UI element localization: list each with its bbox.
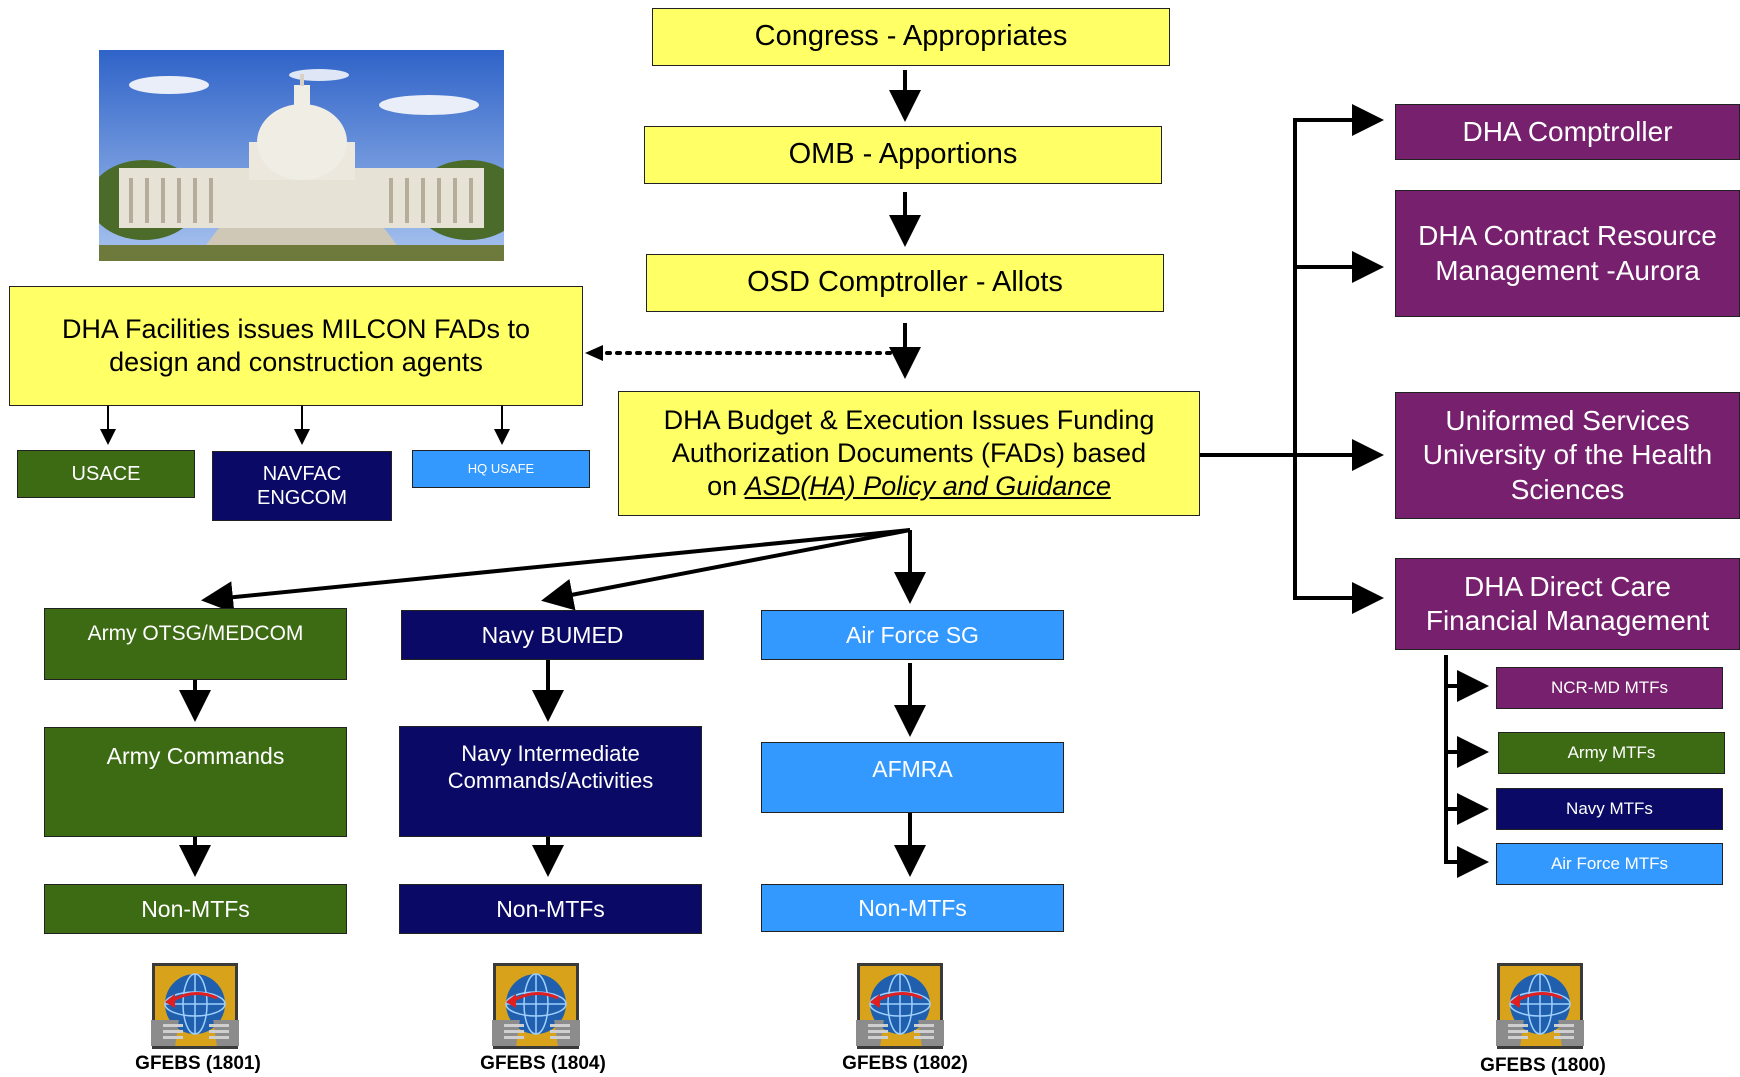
army-otsg-label: Army OTSG/MEDCOM <box>87 622 304 645</box>
af-sg-label: Air Force SG <box>846 621 979 648</box>
army-otsg-box: Army OTSG/MEDCOM <box>44 608 347 680</box>
omb-label: OMB - Apportions <box>788 138 1018 171</box>
gfebs-logo-icon <box>1496 963 1584 1049</box>
osd-box: OSD Comptroller - Allots <box>646 254 1164 312</box>
dha-budget-line2: Authorization Documents (FADs) based <box>671 438 1147 469</box>
mtf-ncr-md: NCR-MD MTFs <box>1496 667 1723 709</box>
dha-budget-text: DHA Budget & Execution Issues Funding Au… <box>664 404 1155 503</box>
dha-comptroller-label: DHA Comptroller <box>1462 115 1673 147</box>
army-non-mtfs-label: Non-MTFs <box>141 895 250 922</box>
navy-bumed-box: Navy BUMED <box>401 610 704 660</box>
navy-intermediate-box: Navy Intermediate Commands/Activities <box>399 726 702 837</box>
mtf-ncr-md-label: NCR-MD MTFs <box>1550 677 1669 697</box>
gfebs-caption-airforce: GFEBS (1802) <box>842 1053 968 1074</box>
mtf-navy-label: Navy MTFs <box>1566 798 1653 818</box>
osd-label: OSD Comptroller - Allots <box>747 266 1063 299</box>
army-commands-label: Army Commands <box>106 743 285 769</box>
dha-budget-box: DHA Budget & Execution Issues Funding Au… <box>618 391 1200 516</box>
navy-non-mtfs-box: Non-MTFs <box>399 884 702 934</box>
dha-contract-label: DHA Contract Resource Management -Aurora <box>1418 220 1717 286</box>
af-sg-box: Air Force SG <box>761 610 1064 660</box>
dha-budget-on: on <box>707 470 745 501</box>
agent-usace: USACE <box>17 450 195 498</box>
gfebs-logo-icon <box>151 963 239 1049</box>
agent-navfac-label: NAVFAC ENGCOM <box>257 462 347 509</box>
agent-hq-usafe: HQ USAFE <box>412 450 590 488</box>
navy-intermediate-label: Navy Intermediate Commands/Activities <box>447 741 654 793</box>
congress-box: Congress - Appropriates <box>652 8 1170 66</box>
afmra-label: AFMRA <box>872 756 953 782</box>
afmra-box: AFMRA <box>761 742 1064 813</box>
dha-budget-line1: DHA Budget & Execution Issues Funding <box>663 405 1155 436</box>
agent-usace-label: USACE <box>71 462 141 485</box>
mtf-army: Army MTFs <box>1498 732 1725 774</box>
mtf-navy: Navy MTFs <box>1496 788 1723 830</box>
agent-hq-usafe-label: HQ USAFE <box>467 461 535 477</box>
mtf-army-label: Army MTFs <box>1567 742 1656 762</box>
asd-ha-policy-link[interactable]: ASD(HA) Policy and Guidance <box>744 470 1111 501</box>
navy-non-mtfs-label: Non-MTFs <box>496 895 605 922</box>
dha-contract-box: DHA Contract Resource Management -Aurora <box>1395 190 1740 317</box>
gfebs-caption-navy: GFEBS (1804) <box>480 1053 606 1074</box>
dha-budget-line3: on ASD(HA) Policy and Guidance <box>664 470 1155 503</box>
navy-bumed-label: Navy BUMED <box>481 621 624 648</box>
gfebs-caption-dha: GFEBS (1800) <box>1480 1055 1606 1076</box>
omb-box: OMB - Apportions <box>644 126 1162 184</box>
dha-comptroller-box: DHA Comptroller <box>1395 104 1740 160</box>
army-commands-box: Army Commands <box>44 727 347 837</box>
agent-navfac: NAVFAC ENGCOM <box>212 451 392 521</box>
usuhs-box: Uniformed Services University of the Hea… <box>1395 392 1740 519</box>
army-non-mtfs-box: Non-MTFs <box>44 884 347 934</box>
af-non-mtfs-label: Non-MTFs <box>858 894 967 921</box>
mtf-air-force-label: Air Force MTFs <box>1550 853 1669 873</box>
congress-label: Congress - Appropriates <box>754 20 1068 53</box>
dha-direct-care-box: DHA Direct Care Financial Management <box>1395 558 1740 650</box>
dha-facilities-label: DHA Facilities issues MILCON FADs to des… <box>61 314 531 377</box>
gfebs-caption-army: GFEBS (1801) <box>135 1053 261 1074</box>
dha-direct-care-label: DHA Direct Care Financial Management <box>1425 570 1710 636</box>
af-non-mtfs-box: Non-MTFs <box>761 884 1064 932</box>
dha-facilities-box: DHA Facilities issues MILCON FADs to des… <box>9 286 583 406</box>
mtf-air-force: Air Force MTFs <box>1496 843 1723 885</box>
gfebs-logo-icon <box>856 963 944 1049</box>
usuhs-label: Uniformed Services University of the Hea… <box>1422 405 1713 505</box>
gfebs-logo-icon <box>492 963 580 1049</box>
capitol-photo <box>99 50 504 261</box>
